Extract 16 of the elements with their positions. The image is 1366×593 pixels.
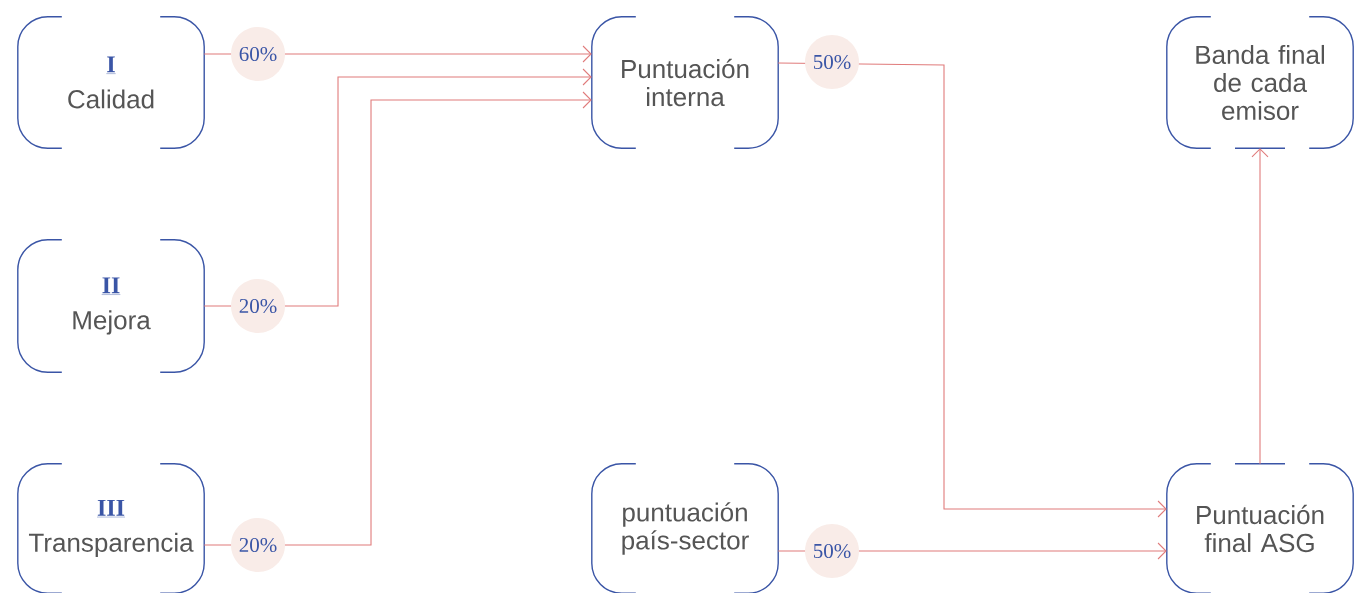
arrow [1251, 148, 1269, 465]
arrow [203, 91, 592, 546]
edge-label: 50% [805, 35, 859, 89]
bracket-box: I Calidad [17, 16, 205, 149]
edge-label: 20% [231, 518, 285, 572]
bracket-box: II Mejora [17, 239, 205, 373]
arrow [203, 68, 592, 307]
bracket-box: III Transparencia [17, 463, 205, 593]
bracket-box: puntuación país-sector [591, 463, 779, 593]
bracket-box: Puntuación interna [591, 16, 779, 149]
bracket-box: Banda final de cada emisor [1166, 16, 1354, 149]
edge-label: 60% [231, 27, 285, 81]
edge-label: 50% [805, 524, 859, 578]
arrow [777, 62, 1167, 518]
bracket-box: Puntuación final ASG [1166, 463, 1354, 593]
edge-label: 20% [231, 279, 285, 333]
